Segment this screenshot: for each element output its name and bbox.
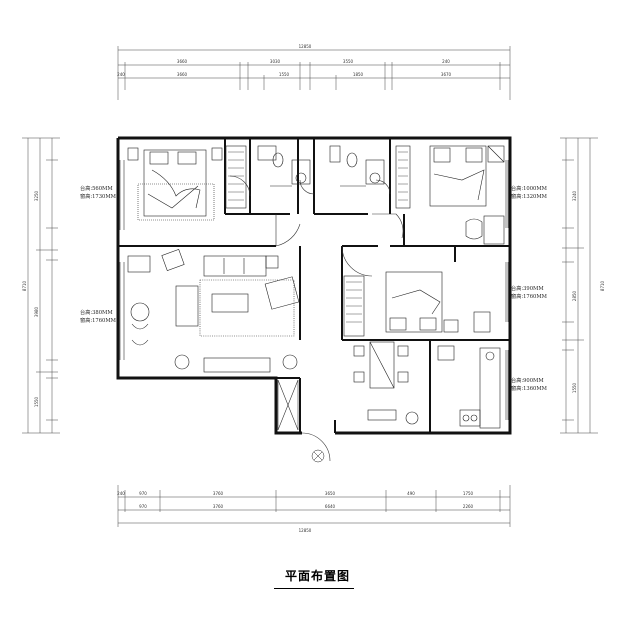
dim-label: 3650 [325, 491, 336, 496]
inner-walls [118, 138, 510, 433]
dim-label: 240 [117, 491, 125, 496]
bedroom3-furniture [343, 271, 491, 337]
living-furniture [127, 249, 300, 373]
note-living-sill: 台高:380MM [80, 308, 113, 316]
note-kitchen-sill: 台高:900MM [511, 376, 544, 384]
note-bedroom1-window: 窗高:1730MM [80, 192, 117, 200]
dim-label: 3760 [213, 491, 224, 496]
notes: 台高:560MM 窗高:1730MM 台高:1000MM 窗高:1320MM 台… [80, 184, 548, 392]
left-row-dim: 1550 [34, 396, 39, 407]
dining-kitchen [353, 341, 501, 429]
right-total-dim: 8710 [600, 280, 605, 291]
note-kitchen-window: 窗高:1360MM [511, 384, 548, 392]
plants [311, 449, 325, 463]
note-bedroom1-sill: 台高:560MM [80, 184, 113, 192]
dim-label: 3760 [213, 504, 224, 509]
note-bedroom2-sill: 台高:1000MM [511, 184, 548, 192]
dim-label: 970 [139, 504, 147, 509]
doors [229, 175, 404, 462]
dim-label: 1750 [463, 491, 474, 496]
dim-label: 490 [407, 491, 415, 496]
left-dimensions [22, 137, 60, 434]
note-bedroom2-window: 窗高:1320MM [511, 192, 548, 200]
right-row-dim: 1550 [572, 382, 577, 393]
dim-label: 3670 [441, 72, 452, 77]
note-bedroom3-window: 窗高:1760MM [511, 292, 548, 300]
left-row-dim: 3980 [34, 306, 39, 317]
right-dimensions [560, 137, 598, 434]
top-row-dims: 3660 3030 3550 240 240 3660 1550 1850 36… [117, 59, 451, 77]
dim-label: 1850 [353, 72, 364, 77]
top-total-dim: 12850 [299, 44, 312, 49]
top-dimensions [117, 46, 511, 100]
windows [119, 160, 509, 431]
dim-label: 970 [139, 491, 147, 496]
dim-label: 3550 [343, 59, 354, 64]
dim-label: 2260 [463, 504, 474, 509]
dim-label: 1550 [279, 72, 290, 77]
left-row-dim: 3250 [34, 190, 39, 201]
note-bedroom3-sill: 台高:390MM [511, 284, 544, 292]
dim-label: 3660 [177, 72, 188, 77]
note-living-window: 窗高:1760MM [80, 316, 117, 324]
bottom-total-dim: 12850 [299, 528, 312, 533]
dim-label: 240 [117, 72, 125, 77]
left-total-dim: 8710 [22, 280, 27, 291]
drawing-title: 平面布置图 [285, 569, 351, 583]
right-row-dim: 3240 [572, 190, 577, 201]
bottom-row-dims: 240 970 3760 3650 490 1750 970 3760 6640… [117, 491, 473, 509]
right-row-dim: 2850 [572, 290, 577, 301]
dim-label: 3030 [270, 59, 281, 64]
bedroom2-furniture [395, 145, 505, 245]
dim-label: 240 [442, 59, 450, 64]
title-underline [274, 588, 354, 589]
bottom-dimensions [117, 485, 511, 527]
dim-label: 6640 [325, 504, 336, 509]
dim-label: 3660 [177, 59, 188, 64]
bathroom-fixtures [257, 145, 385, 187]
bedroom1-furniture [127, 145, 247, 221]
